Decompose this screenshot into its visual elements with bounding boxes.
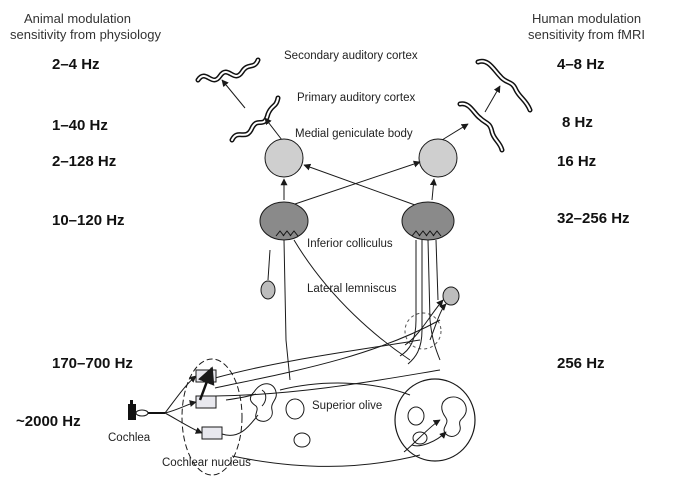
left-medial-geniculate-body (264, 138, 304, 178)
human-value-inferior-colliculus: 32–256 Hz (557, 210, 630, 227)
right-olive-nucleus-1 (407, 406, 425, 426)
left-ic-inputs (275, 230, 299, 237)
right-superior-olive (441, 396, 467, 437)
right-primary-cortex-shape (457, 101, 505, 153)
human-value-secondary-cortex: 4–8 Hz (557, 56, 605, 73)
cochlear-nucleus-outline (181, 358, 243, 476)
left-ic-ascending-lines (283, 239, 411, 381)
label-medial-geniculate-body: Medial geniculate body (295, 128, 413, 140)
label-cochlea: Cochlea (108, 432, 151, 444)
right-superior-olive-circle (394, 378, 476, 462)
right-olive-arrow (411, 431, 447, 447)
human-value-primary-cortex: 8 Hz (562, 114, 593, 131)
cn-to-olive-fibers (221, 382, 421, 467)
animal-value-superior-olive: 170–700 Hz (52, 355, 133, 372)
to-right-ll-arrow-1 (404, 299, 444, 346)
to-right-ll-arrow-2 (429, 303, 447, 341)
right-ic-ascending-lines (399, 239, 441, 365)
label-superior-olive: Superior olive (312, 400, 383, 412)
label-inferior-colliculus: Inferior colliculus (307, 238, 393, 250)
human-header: Human modulation sensitivity from fMRI (528, 11, 645, 43)
animal-value-inferior-colliculus: 10–120 Hz (52, 212, 125, 229)
animal-value-mgb: 2–128 Hz (52, 153, 117, 170)
human-header-line2: sensitivity from fMRI (528, 27, 646, 42)
right-lateral-lemniscus (442, 286, 460, 306)
right-olive-nucleus-2 (412, 431, 428, 445)
human-header-line1: Human modulation (531, 11, 642, 26)
right-mgb-to-cortex-arrow (441, 123, 469, 141)
label-cochlear-nucleus: Cochlear nucleus (162, 457, 251, 469)
cochlear-nucleus-cell-3 (201, 426, 223, 440)
right-medial-geniculate-body (418, 138, 458, 178)
animal-value-secondary-cortex: 2–4 Hz (52, 56, 100, 73)
right-ll-dashed-region (404, 312, 442, 350)
nerve-branches (164, 375, 203, 434)
cochlear-nucleus-cell-2 (195, 395, 217, 409)
auditory-nerve-root (135, 409, 149, 417)
right-olive-arrow-2 (403, 419, 441, 453)
right-ic-inputs (411, 230, 442, 237)
right-ic-to-mgb-arrow (429, 178, 437, 201)
left-superior-olive (249, 383, 277, 422)
human-value-mgb: 16 Hz (557, 153, 597, 170)
right-secondary-cortex-shape (475, 58, 533, 113)
animal-header: Animal modulation sensitivity from physi… (10, 11, 161, 43)
animal-header-line2: sensitivity from physiology (10, 27, 161, 42)
label-primary-cortex: Primary auditory cortex (297, 92, 416, 104)
cochlea-icon (128, 404, 136, 420)
crossing-ic-to-mgb-arrow-left (303, 163, 416, 206)
animal-header-line1: Animal modulation (24, 11, 131, 26)
cochlear-nucleus-thick-arrow (198, 366, 215, 401)
label-secondary-cortex: Secondary auditory cortex (284, 50, 418, 62)
left-olive-nucleus-2 (293, 432, 311, 448)
left-mgb-to-cortex-arrow (264, 117, 283, 141)
left-primary-to-secondary-arrow (221, 79, 246, 109)
crossing-fibers (214, 319, 441, 397)
label-lateral-lemniscus: Lateral lemniscus (307, 283, 397, 295)
human-value-superior-olive: 256 Hz (557, 355, 605, 372)
animal-value-primary-cortex: 1–40 Hz (52, 117, 108, 134)
right-primary-to-secondary-arrow (484, 85, 501, 113)
left-lateral-lemniscus (260, 280, 276, 300)
cochlear-nucleus-cell-1 (195, 369, 217, 383)
left-olive-nucleus-1 (285, 398, 305, 420)
left-ll-to-ic-line (267, 249, 271, 281)
animal-value-cochlea: ~2000 Hz (16, 413, 81, 430)
